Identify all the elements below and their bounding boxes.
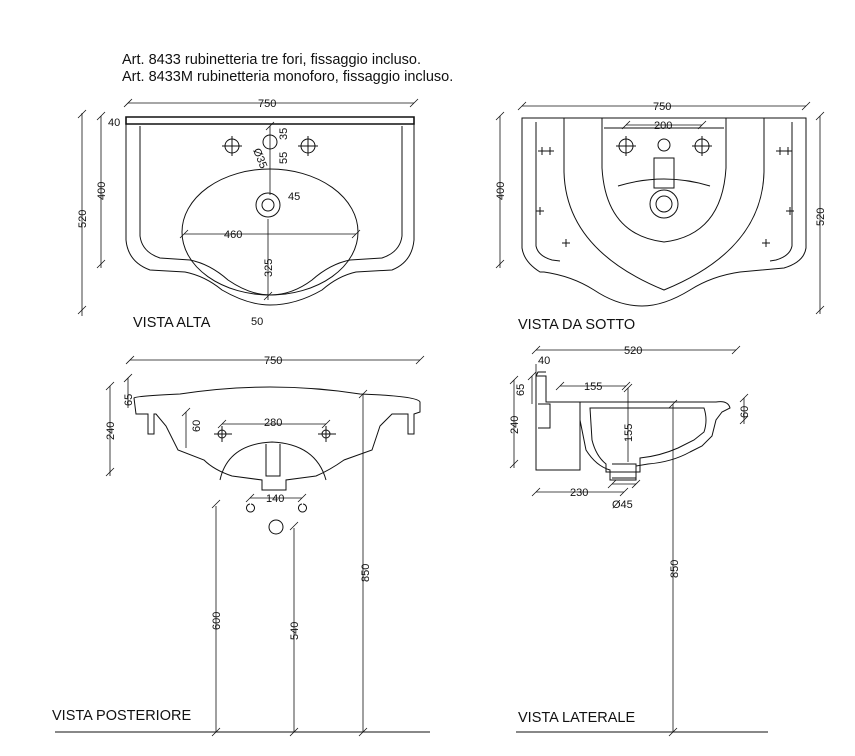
dim-top-tap-spacing: 55 [278, 152, 290, 164]
bottom-view [495, 101, 825, 315]
dim-rear-height: 240 [105, 422, 117, 440]
top-view [77, 98, 419, 316]
dim-rear-600: 600 [211, 612, 223, 630]
fixing-points [536, 147, 794, 247]
dim-rear-width: 750 [264, 355, 282, 367]
dim-top-width: 750 [258, 98, 276, 110]
dim-top-rim: 40 [108, 117, 120, 129]
tap-hole-left [222, 136, 242, 156]
dim-rear-pipe: 140 [266, 493, 284, 505]
dim-top-hole-dia: Ø35 [250, 147, 269, 171]
dim-bottom-total-depth: 520 [815, 208, 827, 226]
rear-fixing-left [214, 426, 232, 442]
label-bottom-view: VISTA DA SOTTO [518, 317, 636, 333]
rear-fixing-right [318, 426, 336, 442]
dim-rear-540: 540 [289, 622, 301, 640]
side-view [509, 345, 768, 737]
header-line-2: Art. 8433M rubinetteria monoforo, fissag… [122, 69, 454, 85]
dim-top-bowl-depth: 325 [263, 259, 275, 277]
tap-hole-center-under [657, 138, 671, 152]
rear-view [55, 355, 430, 737]
label-side-view: VISTA LATERALE [518, 710, 636, 726]
dim-top-front: 50 [251, 316, 263, 328]
dim-side-rim: 60 [739, 406, 751, 418]
tap-hole-right-under [692, 136, 712, 156]
dim-side-bowl-h: 155 [623, 424, 635, 442]
label-top-view: VISTA ALTA [133, 315, 211, 331]
rear-pipe-hole [268, 519, 284, 535]
label-rear-view: VISTA POSTERIORE [52, 708, 192, 724]
dim-rear-fixing: 280 [264, 417, 282, 429]
dim-top-total-depth: 520 [77, 210, 89, 228]
dim-side-height-left: 65 [515, 384, 527, 396]
tap-hole-right [298, 136, 318, 156]
dim-top-drain: 45 [288, 191, 300, 203]
dim-side-drain-dia: Ø45 [612, 499, 633, 511]
dim-side-depth: 520 [624, 345, 642, 357]
dim-side-drain-dist: 230 [570, 487, 588, 499]
dim-bottom-hole-spacing: 200 [654, 120, 672, 132]
dim-rear-height-left: 65 [123, 394, 135, 406]
dim-side-wall: 40 [538, 355, 550, 367]
tap-hole-left-under [616, 136, 636, 156]
header-line-1: Art. 8433 rubinetteria tre fori, fissagg… [122, 52, 422, 68]
dim-top-depth: 400 [96, 182, 108, 200]
dim-side-inner: 155 [584, 381, 602, 393]
dim-side-850: 850 [669, 560, 681, 578]
dim-rear-850: 850 [360, 564, 372, 582]
dim-bottom-depth: 400 [495, 182, 507, 200]
dim-side-height: 240 [509, 416, 521, 434]
header-notes: Art. 8433 rubinetteria tre fori, fissagg… [122, 52, 453, 86]
drain-outlet-under [649, 157, 679, 219]
dim-top-bowl-width: 460 [224, 229, 242, 241]
dim-bottom-width: 750 [653, 101, 671, 113]
dim-top-tap-offset: 35 [278, 128, 290, 140]
drain-hole [255, 192, 281, 218]
dim-rear-rim: 60 [191, 420, 203, 432]
